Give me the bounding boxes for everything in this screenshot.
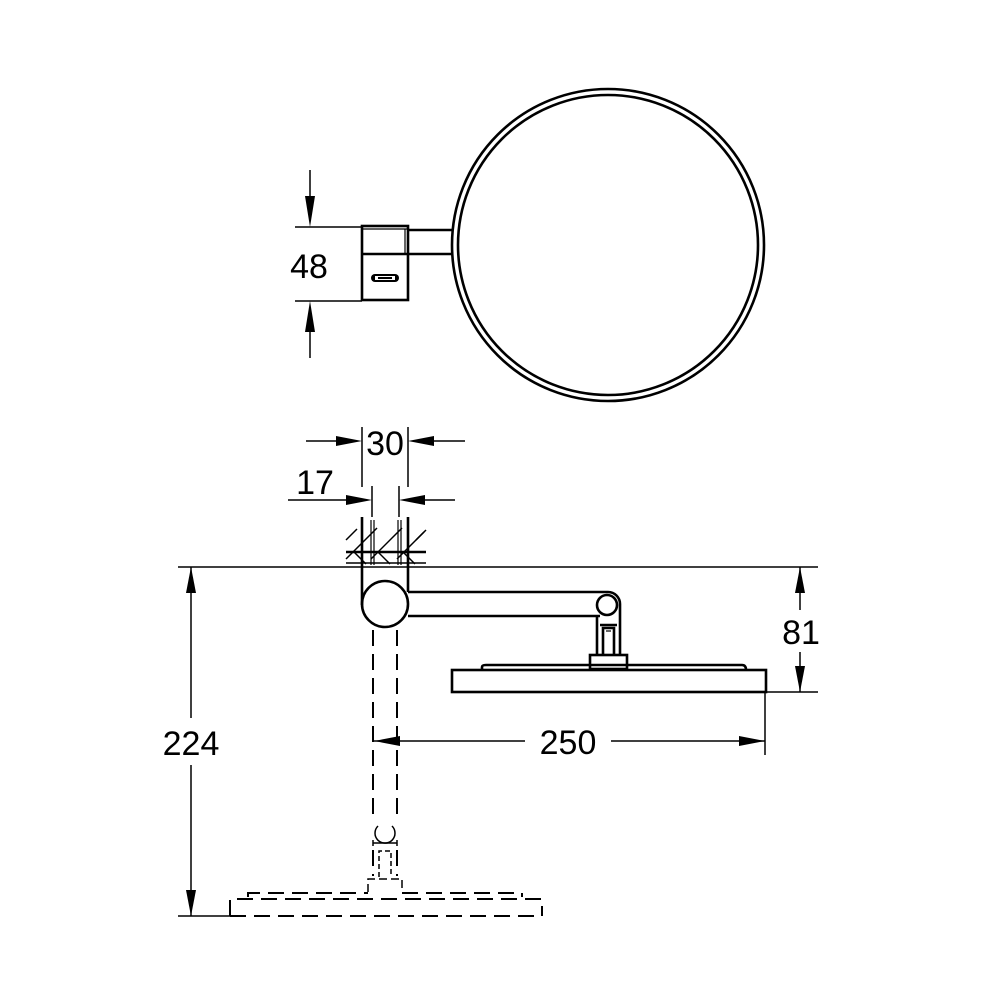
logo-icon <box>371 274 399 282</box>
dimension-label-48: 48 <box>290 248 328 286</box>
dimension-label-81: 81 <box>782 614 820 652</box>
wall-hatch <box>345 517 427 567</box>
dimension-wall-offset: 17 <box>288 464 455 517</box>
dimension-label-250: 250 <box>540 724 597 762</box>
swivel-arm <box>360 567 629 671</box>
dimension-projection-depth: 81 <box>766 567 820 693</box>
wall-mount-block <box>360 224 410 302</box>
arm-connector <box>407 228 453 256</box>
dimension-mount-width: 30 <box>306 425 465 487</box>
swivel-position-dashed <box>229 630 543 917</box>
mirror-side-profile <box>450 663 768 694</box>
dimension-label-224: 224 <box>163 725 220 763</box>
dimension-label-30: 30 <box>366 425 404 463</box>
dimension-label-17: 17 <box>296 464 334 502</box>
side-view: 30 17 <box>163 425 820 917</box>
dimension-total-height: 224 <box>163 567 232 917</box>
dimension-arm-reach: 250 <box>374 692 766 762</box>
mirror-outline <box>450 87 766 403</box>
top-view: 48 <box>290 87 766 403</box>
dimension-mount-height: 48 <box>290 170 362 358</box>
